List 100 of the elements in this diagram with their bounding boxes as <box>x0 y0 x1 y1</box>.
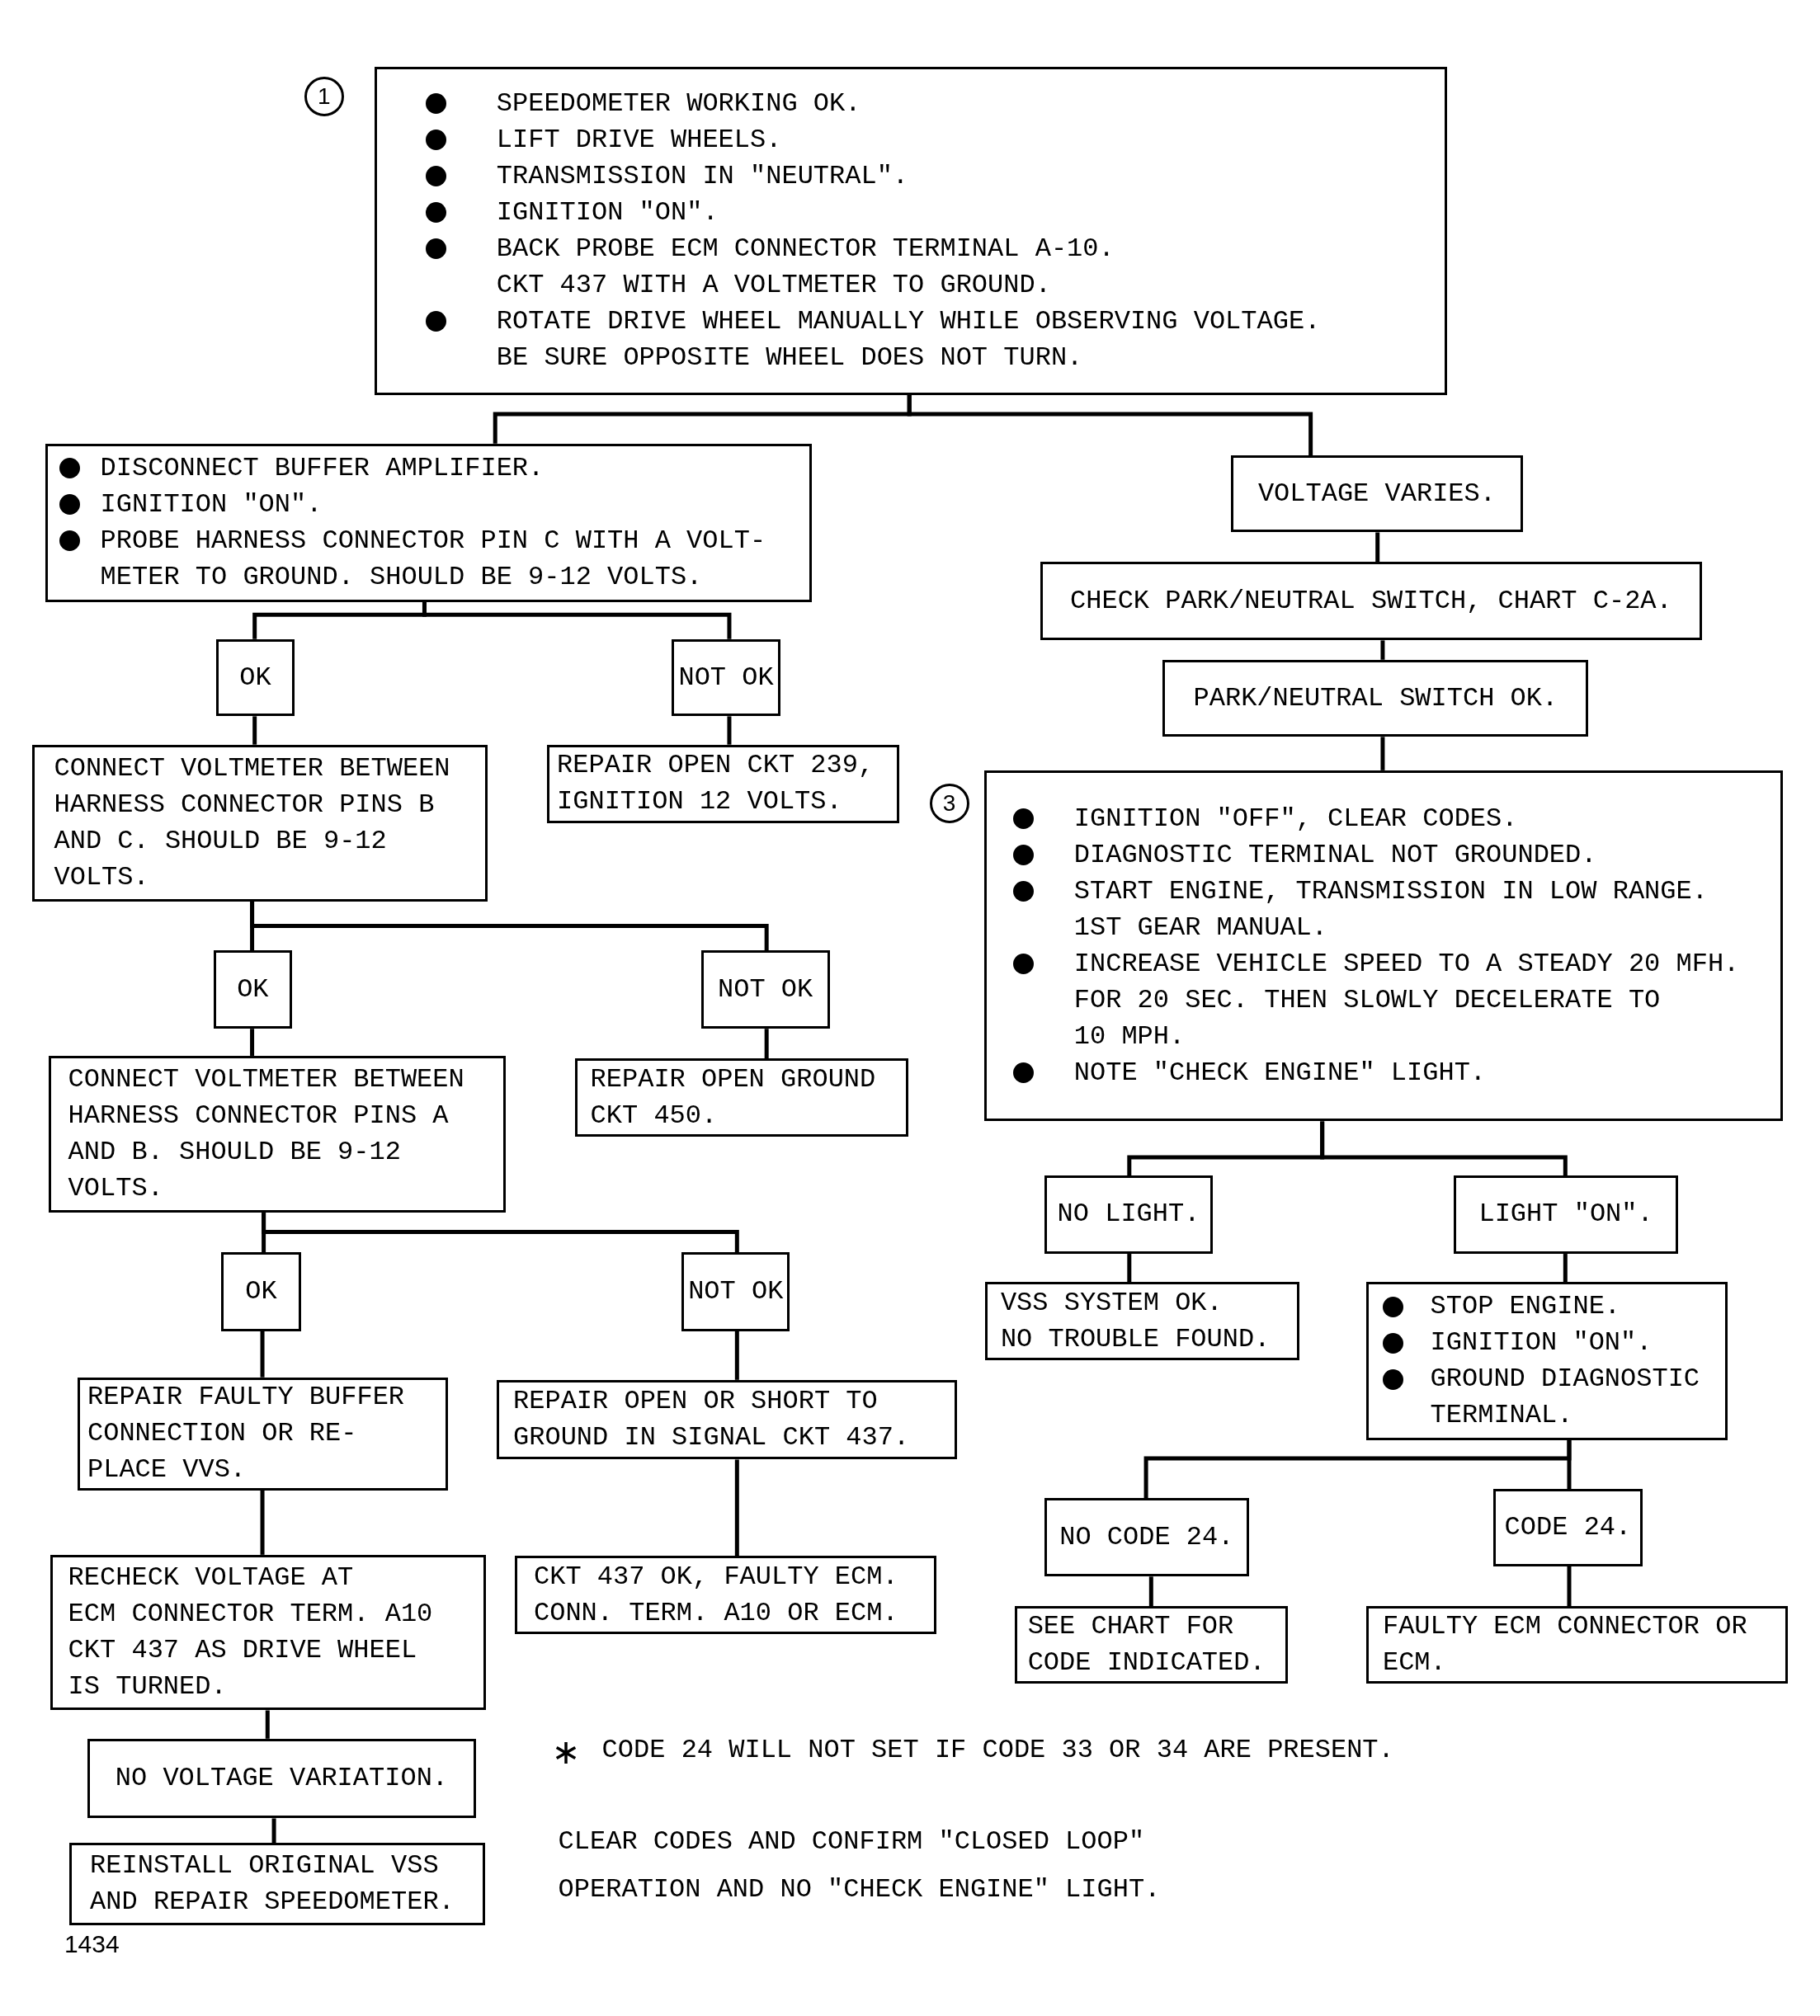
connector-line <box>1380 737 1385 770</box>
step-text: CKT 437 OK, FAULTY ECM. CONN. TERM. A10 OR ECM. <box>533 1560 898 1630</box>
process-box <box>1230 455 1523 533</box>
step-text: DISCONNECT BUFFER AMPLIFIER. <box>100 451 545 485</box>
connector-line <box>1567 1566 1572 1607</box>
callout-number: 1 <box>304 76 344 116</box>
step-text: CONNECT VOLTMETER BETWEEN HARNESS CONNECTOR PINS B AND C. SHOULD BE 9-12 VOLTS. <box>54 751 450 894</box>
process-box <box>221 1252 301 1331</box>
connector-line <box>1148 1576 1153 1607</box>
process-box <box>1453 1175 1679 1254</box>
callout-number: 3 <box>929 784 969 824</box>
step-text: SEE CHART FOR CODE INDICATED. <box>1027 1609 1266 1679</box>
connector-line <box>764 1029 769 1059</box>
step-text: IGNITION "ON". <box>1430 1326 1653 1360</box>
step-text: PARK/NEUTRAL SWITCH OK. <box>1193 681 1558 715</box>
step-text: REINSTALL ORIGINAL VSS AND REPAIR SPEEDOMETER. <box>90 1849 455 1919</box>
process-box <box>31 744 488 902</box>
connector-line <box>734 1331 739 1380</box>
step-text: NO VOLTAGE VARIATION. <box>115 1762 449 1796</box>
step-text: NOT OK <box>718 973 813 1006</box>
connector-line <box>262 1213 739 1253</box>
note-text: CODE 24 WILL NOT SET IF CODE 33 OR 34 ARE PRESENT. <box>601 1733 1394 1767</box>
process-box <box>49 1055 506 1213</box>
connector-line <box>422 601 732 639</box>
step-text: IGNITION "ON". <box>496 195 719 229</box>
step-text: REPAIR OPEN CKT 239, IGNITION 12 VOLTS. <box>557 749 875 819</box>
connector-line <box>250 1029 255 1056</box>
process-box <box>985 1282 1299 1361</box>
step-text: BACK PROBE ECM CONNECTOR TERMINAL A-10. CKT 437 WITH A VOLTMETER TO GROUND. <box>496 232 1115 302</box>
step-text: INCREASE VEHICLE SPEED TO A STEADY 20 MFH. FOR 20 SEC. THEN SLOWLY DECELERATE TO 10 MPH. <box>1073 947 1740 1053</box>
connector-line <box>265 1710 270 1739</box>
step-text: CONNECT VOLTMETER BETWEEN HARNESS CONNECTOR PINS A AND B. SHOULD BE 9-12 VOLTS. <box>68 1063 464 1206</box>
connector-line <box>1567 1440 1572 1490</box>
step-text: LIGHT "ON". <box>1478 1198 1653 1232</box>
step-text: STOP ENGINE. <box>1430 1290 1621 1324</box>
process-box <box>681 1252 790 1331</box>
step-text: NOT OK <box>678 661 774 695</box>
step-text: NO CODE 24. <box>1059 1520 1234 1554</box>
process-box <box>77 1377 448 1491</box>
process-box <box>1493 1489 1643 1566</box>
connector-line <box>260 1331 265 1378</box>
step-text: OK <box>237 973 269 1006</box>
process-box <box>215 638 295 717</box>
process-box <box>1044 1175 1214 1254</box>
connector-line <box>727 716 732 745</box>
step-text: VOLTAGE VARIES. <box>1257 477 1496 511</box>
connector-line <box>1563 1254 1568 1283</box>
process-box <box>700 950 830 1029</box>
connector-line <box>1320 1121 1568 1175</box>
process-box <box>574 1058 908 1138</box>
process-box <box>50 1554 487 1711</box>
process-box <box>1044 1498 1249 1577</box>
step-text: LIFT DRIVE WHEELS. <box>496 123 782 157</box>
process-box <box>514 1556 936 1635</box>
figure-number: 1434 <box>64 1929 120 1960</box>
process-box <box>671 638 781 717</box>
process-box <box>45 443 812 602</box>
connector-line <box>260 1490 265 1555</box>
connector-line <box>250 901 769 951</box>
process-box <box>69 1843 485 1925</box>
step-text: PROBE HARNESS CONNECTOR PIN C WITH A VOLT- METER TO GROUND. SHOULD BE 9-12 VOLTS. <box>100 524 766 594</box>
process-box <box>87 1738 476 1819</box>
step-text: FAULTY ECM CONNECTOR OR ECM. <box>1382 1609 1747 1679</box>
step-text: NO LIGHT. <box>1057 1198 1200 1232</box>
step-text: CODE 24. <box>1504 1511 1632 1545</box>
connector-line <box>1375 532 1380 563</box>
step-text: GROUND DIAGNOSTIC TERMINAL. <box>1430 1363 1700 1433</box>
step-text: OK <box>245 1275 277 1308</box>
step-text: START ENGINE, TRANSMISSION IN LOW RANGE. 1ST GEAR MANUAL. <box>1073 874 1708 944</box>
step-text: DIAGNOSTIC TERMINAL NOT GROUNDED. <box>1073 838 1597 872</box>
step-text: ROTATE DRIVE WHEEL MANUALLY WHILE OBSERVING VOLTAGE. BE SURE OPPOSITE WHEEL DOES NOT TURN. <box>496 304 1321 374</box>
connector-line <box>252 716 257 745</box>
step-text: IGNITION "ON". <box>100 488 323 521</box>
step-text: CHECK PARK/NEUTRAL SWITCH, CHART C-2A. <box>1070 584 1672 618</box>
step-text: VSS SYSTEM OK. NO TROUBLE FOUND. <box>1000 1286 1271 1356</box>
process-box <box>1162 659 1589 737</box>
step-text: NOT OK <box>688 1275 784 1308</box>
step-text: RECHECK VOLTAGE AT ECM CONNECTOR TERM. A10 CKT 437 AS DRIVE WHEEL IS TURNED. <box>68 1561 433 1704</box>
connector-line <box>907 394 1313 455</box>
process-box <box>374 67 1447 395</box>
step-text: OK <box>239 661 271 695</box>
step-text: IGNITION "OFF", CLEAR CODES. <box>1073 802 1518 836</box>
step-text: REPAIR OPEN GROUND CKT 450. <box>590 1062 876 1133</box>
connector-line <box>1127 1254 1132 1283</box>
step-text: SPEEDOMETER WORKING OK. <box>496 87 861 120</box>
process-box <box>1365 1606 1788 1684</box>
step-text: NOTE "CHECK ENGINE" LIGHT. <box>1073 1056 1487 1090</box>
process-box <box>1040 562 1702 641</box>
process-box <box>1365 1282 1728 1441</box>
step-text: TRANSMISSION IN "NEUTRAL". <box>496 159 909 193</box>
process-box <box>1015 1606 1288 1684</box>
connector-line <box>734 1459 739 1557</box>
connector-line <box>1380 640 1385 660</box>
process-box <box>983 770 1783 1122</box>
note-text: CLEAR CODES AND CONFIRM "CLOSED LOOP" OPERATION AND NO "CHECK ENGINE" LIGHT. <box>558 1825 1161 1906</box>
step-text: REPAIR FAULTY BUFFER CONNECTION OR RE- PLACE VVS. <box>87 1381 405 1487</box>
process-box <box>213 950 292 1029</box>
process-box <box>496 1379 957 1460</box>
connector-line <box>271 1818 276 1844</box>
process-box <box>546 744 899 823</box>
